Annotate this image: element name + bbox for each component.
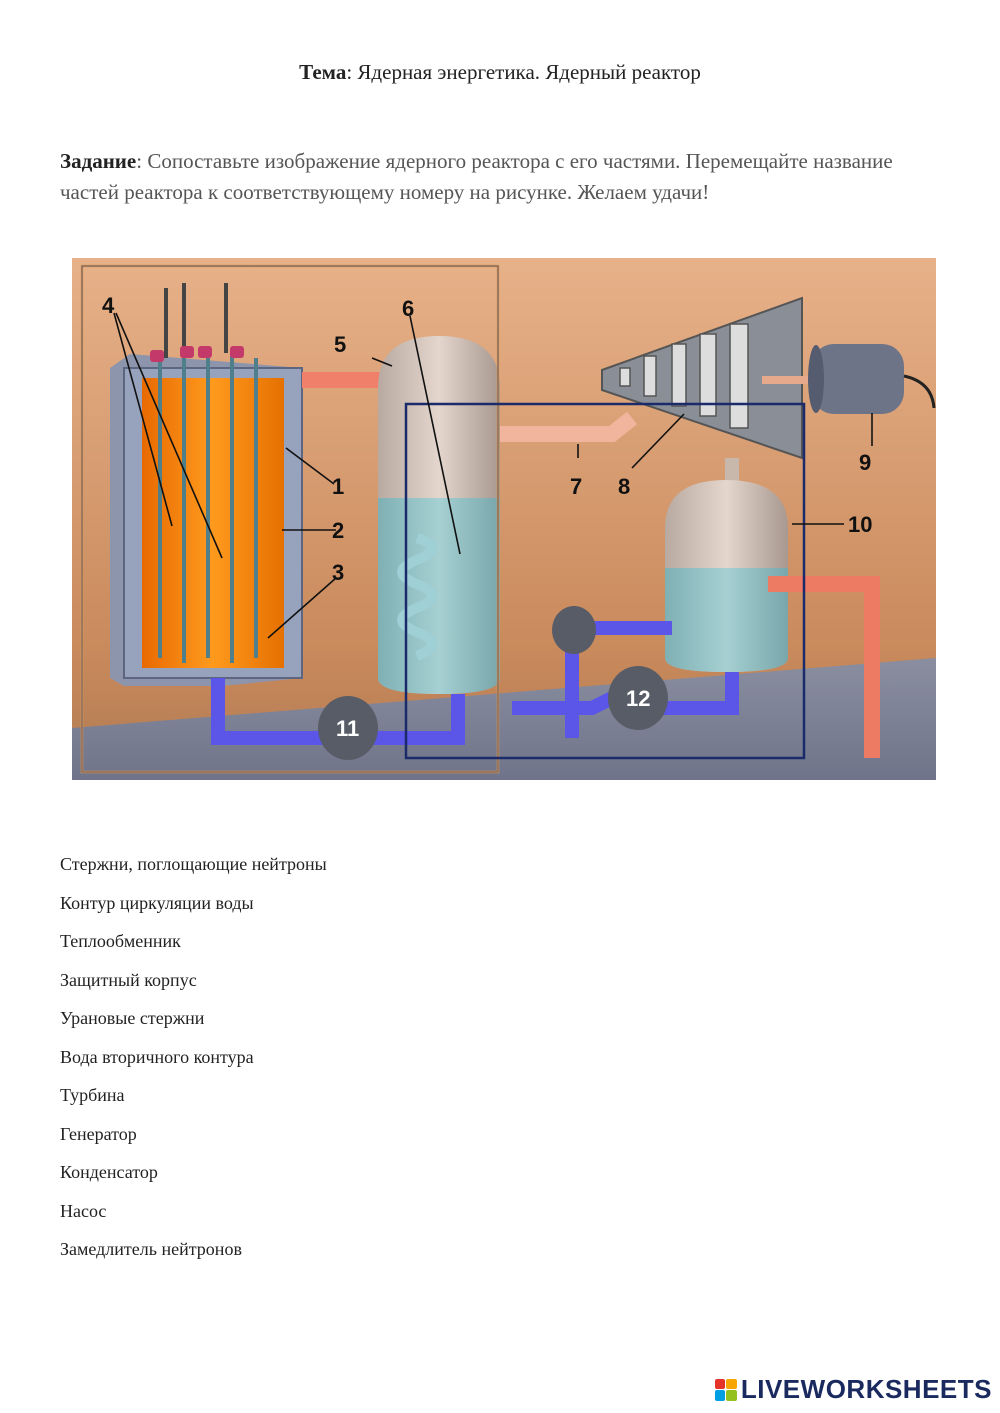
task-label: Задание (60, 149, 137, 173)
task-text: : Сопоставьте изображение ядерного реакт… (60, 149, 893, 204)
draggable-part-item[interactable]: Контур циркуляции воды (60, 892, 254, 913)
logo-square-blue (714, 1390, 726, 1401)
draggable-part-item[interactable]: Насос (60, 1200, 107, 1221)
page-title: Тема: Ядерная энергетика. Ядерный реакто… (0, 60, 1000, 85)
diagram-label-11: 11 (336, 716, 359, 741)
logo-square-orange (726, 1378, 737, 1389)
logo-square-green (726, 1390, 737, 1401)
brand-name: LIVEWORKSHEETS (740, 1374, 992, 1404)
topic-label: Тема (299, 60, 347, 84)
reactor-diagram: 4 1 2 3 5 6 7 8 9 10 11 12 (72, 258, 936, 780)
diagram-label-12: 12 (626, 686, 650, 711)
draggable-part-item[interactable]: Защитный корпус (60, 969, 197, 990)
diagram-label-2: 2 (332, 518, 344, 543)
diagram-label-6: 6 (402, 296, 414, 321)
diagram-label-7: 7 (570, 474, 582, 499)
diagram-label-1: 1 (332, 474, 344, 499)
liveworksheets-brand: LIVEWORKSHEETS (714, 1374, 992, 1405)
draggable-part-item[interactable]: Теплообменник (60, 931, 181, 951)
draggable-part-item[interactable]: Конденсатор (60, 1162, 158, 1182)
draggable-part-item[interactable]: Вода вторичного контура (60, 1046, 254, 1067)
diagram-label-3: 3 (332, 560, 344, 585)
draggable-part-item[interactable]: Стержни, поглощающие нейтроны (60, 854, 327, 874)
parts-list: Стержни, поглощающие нейтроны Контур цир… (60, 852, 327, 1276)
topic-text: : Ядерная энергетика. Ядерный реактор (346, 60, 701, 84)
reactor-illustration: 4 1 2 3 5 6 7 8 9 10 11 12 (72, 258, 936, 780)
draggable-part-item[interactable]: Генератор (60, 1123, 137, 1144)
logo-square-red (714, 1378, 726, 1389)
draggable-part-item[interactable]: Замедлитель нейтронов (60, 1239, 242, 1259)
diagram-label-9: 9 (859, 450, 871, 475)
liveworksheets-logo-icon (714, 1378, 737, 1401)
draggable-part-item[interactable]: Турбина (60, 1085, 125, 1105)
task-instructions: Задание: Сопоставьте изображение ядерног… (60, 146, 940, 208)
draggable-part-item[interactable]: Урановые стержни (60, 1008, 205, 1028)
diagram-label-5: 5 (334, 332, 346, 357)
diagram-label-4: 4 (102, 293, 115, 318)
diagram-label-8: 8 (618, 474, 630, 499)
diagram-label-10: 10 (848, 512, 872, 537)
